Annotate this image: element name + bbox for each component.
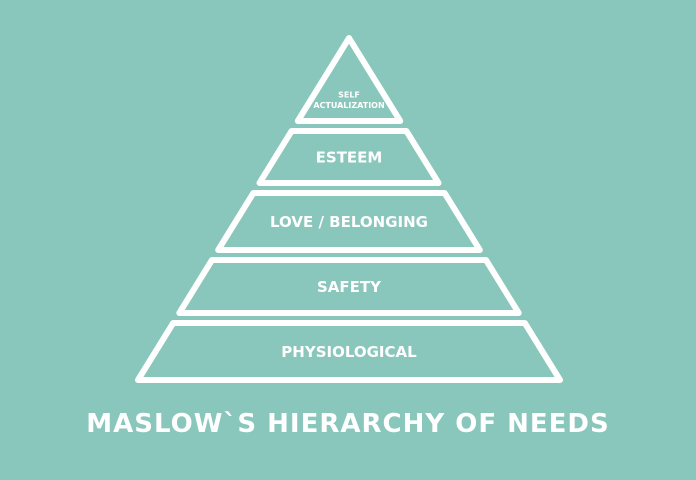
pyramid-tier-esteem: ESTEEM: [256, 128, 442, 186]
pyramid-tier-outline: [215, 190, 483, 253]
pyramid-tier-label: SELF: [338, 91, 360, 100]
pyramid-tier-safety: SAFETY: [176, 257, 522, 316]
pyramid-tier-label: SAFETY: [317, 278, 382, 296]
diagram-caption: MASLOW`S HIERARCHY OF NEEDS: [86, 409, 610, 439]
pyramid-tier-outline: [294, 35, 404, 124]
pyramid-tier-outline: [256, 128, 442, 186]
pyramid-tier-label: LOVE / BELONGING: [270, 213, 428, 231]
pyramid-tier-physiological: PHYSIOLOGICAL: [135, 320, 563, 383]
pyramid-tier-outline: [135, 320, 563, 383]
pyramid-tier-label: PHYSIOLOGICAL: [281, 343, 417, 361]
pyramid-tier-outline: [176, 257, 522, 316]
pyramid-tier-label: ACTUALIZATION: [313, 101, 384, 110]
pyramid-tier-love-belonging: LOVE / BELONGING: [215, 190, 483, 253]
pyramid-tier-label: ESTEEM: [316, 148, 383, 166]
